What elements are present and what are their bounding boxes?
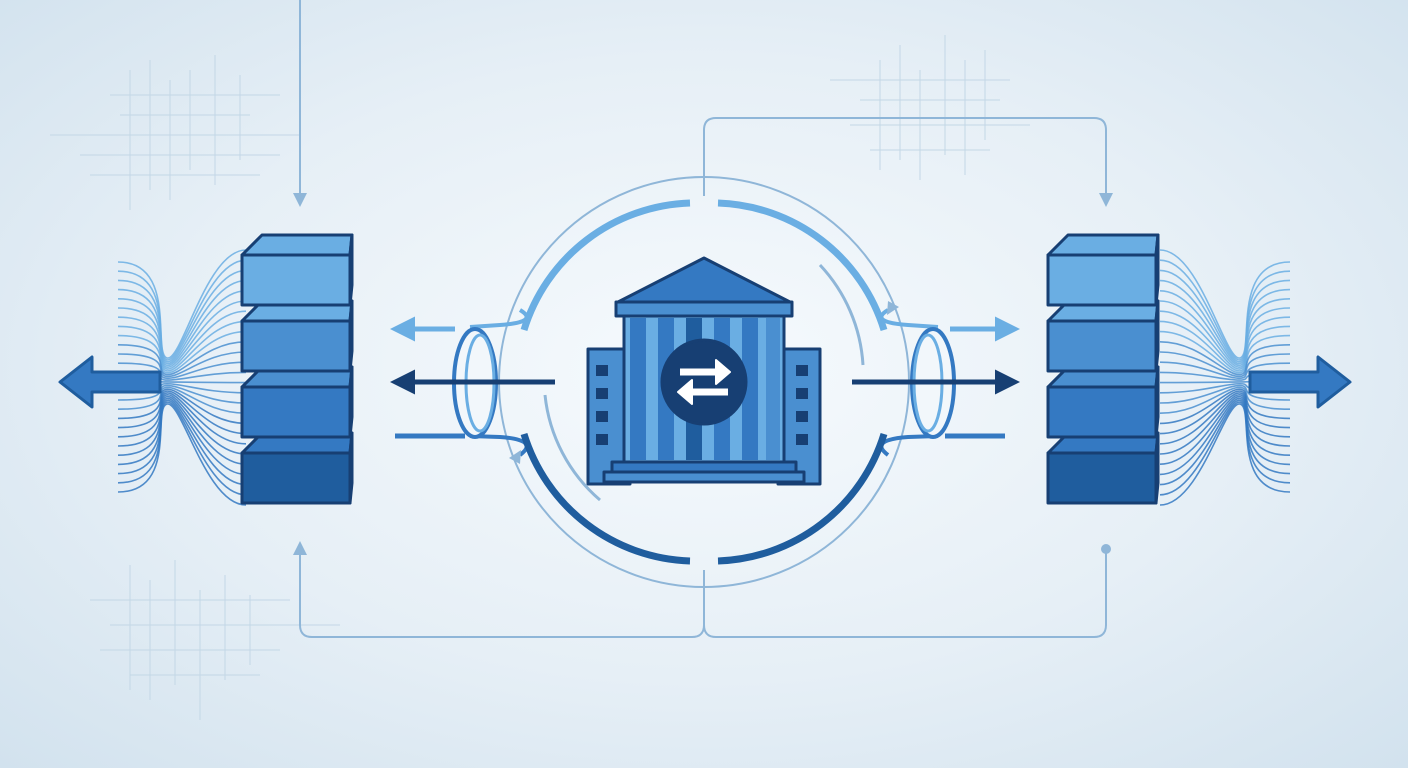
hub-arc-inner-right <box>818 263 865 366</box>
fiber-bundle-right <box>1159 249 1291 506</box>
hub-arc-bottom-left <box>520 432 691 565</box>
left-block-4 <box>240 431 354 505</box>
hub-arc-top-right <box>717 199 888 332</box>
arrowhead-inner-right <box>887 301 899 315</box>
pipe-right-lower <box>879 434 939 457</box>
pipe-left-upper <box>469 308 529 329</box>
loop-line-top-right <box>703 117 1113 207</box>
bank-roof <box>616 256 792 304</box>
stacked-blocks-right <box>1046 233 1160 505</box>
bank-windows <box>596 365 808 445</box>
grid-top-left <box>50 55 300 210</box>
bank-entablature <box>614 300 794 318</box>
stacked-blocks-left <box>240 233 354 505</box>
left-block-3 <box>240 365 354 439</box>
left-block-1 <box>240 233 354 307</box>
loop-line-bottom-left <box>293 541 705 638</box>
arrowhead-inner-left <box>509 450 521 464</box>
flow-arrows-right <box>852 316 1020 439</box>
flow-arrows-left <box>390 316 555 439</box>
loop-line-bottom-right <box>703 552 1107 638</box>
bank-base-step-2 <box>602 470 806 484</box>
arrow-left-icon <box>58 355 162 409</box>
hub-arcs <box>520 199 888 565</box>
right-block-2 <box>1046 299 1160 373</box>
terminal-dot <box>1101 544 1111 554</box>
hub-arc-top-left <box>520 199 691 332</box>
left-block-2 <box>240 299 354 373</box>
arrow-right-icon <box>1248 355 1352 409</box>
hub-arc-inner-left <box>543 394 601 502</box>
hub-arc-bottom-right <box>717 432 888 565</box>
grid-top-right <box>830 35 1030 180</box>
bank-building-icon <box>586 256 822 486</box>
grid-bottom-left <box>90 560 340 720</box>
pipe-right-upper <box>879 308 939 329</box>
right-block-1 <box>1046 233 1160 307</box>
right-block-4 <box>1046 431 1160 505</box>
exchange-arrows-icon <box>660 338 748 426</box>
connector-lines <box>293 0 1113 638</box>
right-block-3 <box>1046 365 1160 439</box>
